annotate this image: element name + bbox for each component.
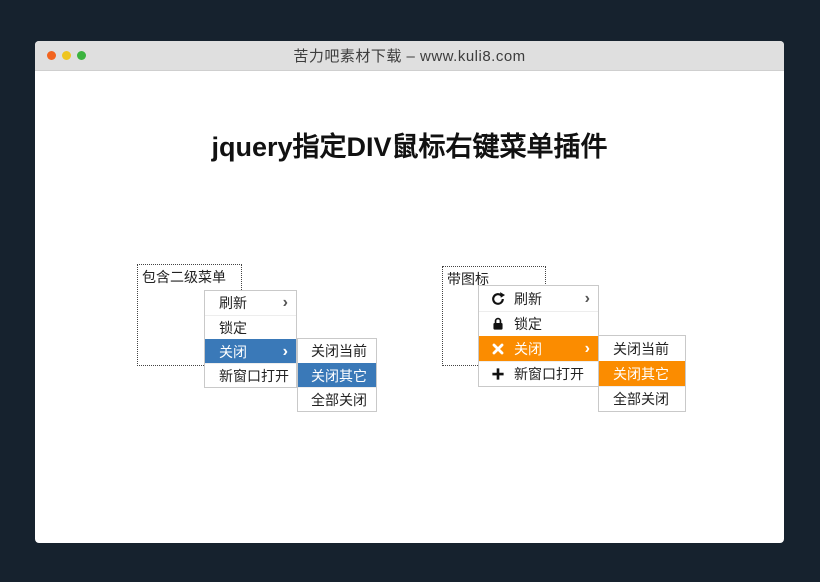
menu-item-label: 关闭 (219, 343, 247, 360)
submenu-item-close-all[interactable]: 全部关闭 (599, 386, 685, 411)
menu-item-label: 锁定 (219, 319, 247, 336)
menu-item-label: 刷新 (219, 295, 247, 311)
menu-item-label: 关闭当前 (613, 340, 669, 357)
menu-item-open-new-window[interactable]: 新窗口打开 (479, 361, 598, 386)
menu-item-close[interactable]: 关闭 › (479, 336, 598, 361)
submenu-item-close-current[interactable]: 关闭当前 (599, 336, 685, 361)
menu-item-open-new-window[interactable]: 新窗口打开 (205, 363, 296, 387)
submenu-item-close-others[interactable]: 关闭其它 (298, 363, 376, 387)
menu-item-lock[interactable]: 锁定 (205, 315, 296, 339)
page-title: jquery指定DIV鼠标右键菜单插件 (211, 132, 608, 162)
titlebar: 苦力吧素材下载 – www.kuli8.com (35, 41, 784, 71)
window-controls (47, 41, 86, 70)
maximize-window-dot[interactable] (77, 51, 86, 60)
menu-item-label: 全部关闭 (311, 391, 367, 408)
chevron-right-icon: › (282, 294, 288, 311)
page-content: jquery指定DIV鼠标右键菜单插件 包含二级菜单 刷新 › 锁定 关闭 › … (35, 71, 784, 542)
menu-item-label: 锁定 (514, 316, 542, 332)
plus-icon (491, 367, 505, 381)
menu-item-label: 关闭当前 (311, 343, 367, 359)
context-submenu-right: 关闭当前 关闭其它 全部关闭 (598, 335, 686, 412)
refresh-icon (491, 291, 505, 306)
chevron-right-icon: › (282, 342, 288, 360)
menu-item-label: 新窗口打开 (514, 366, 584, 382)
demo-box-label: 带图标 (447, 271, 489, 287)
lock-icon (491, 317, 505, 331)
submenu-item-close-all[interactable]: 全部关闭 (298, 387, 376, 411)
menu-item-label: 关闭其它 (613, 366, 669, 382)
browser-window: 苦力吧素材下载 – www.kuli8.com jquery指定DIV鼠标右键菜… (35, 41, 784, 543)
close-window-dot[interactable] (47, 51, 56, 60)
demo-box-label: 包含二级菜单 (142, 269, 226, 285)
menu-item-label: 新窗口打开 (219, 367, 289, 384)
menu-item-label: 刷新 (514, 290, 542, 307)
menu-item-label: 关闭其它 (311, 367, 367, 384)
titlebar-title: 苦力吧素材下载 – www.kuli8.com (293, 48, 526, 65)
menu-item-label: 关闭 (514, 341, 542, 357)
chevron-right-icon: › (584, 289, 590, 307)
context-menu-right: 刷新 › 锁定 关闭 › 新窗口打开 (478, 285, 599, 387)
submenu-item-close-others[interactable]: 关闭其它 (599, 361, 685, 386)
menu-item-label: 全部关闭 (613, 391, 669, 407)
context-submenu-left: 关闭当前 关闭其它 全部关闭 (297, 338, 377, 412)
close-icon (491, 342, 505, 356)
menu-item-lock[interactable]: 锁定 (479, 311, 598, 336)
menu-item-close[interactable]: 关闭 › (205, 339, 296, 363)
menu-item-refresh[interactable]: 刷新 › (479, 286, 598, 311)
submenu-item-close-current[interactable]: 关闭当前 (298, 339, 376, 363)
chevron-right-icon: › (584, 340, 590, 357)
context-menu-left: 刷新 › 锁定 关闭 › 新窗口打开 (204, 290, 297, 388)
menu-item-refresh[interactable]: 刷新 › (205, 291, 296, 315)
minimize-window-dot[interactable] (62, 51, 71, 60)
